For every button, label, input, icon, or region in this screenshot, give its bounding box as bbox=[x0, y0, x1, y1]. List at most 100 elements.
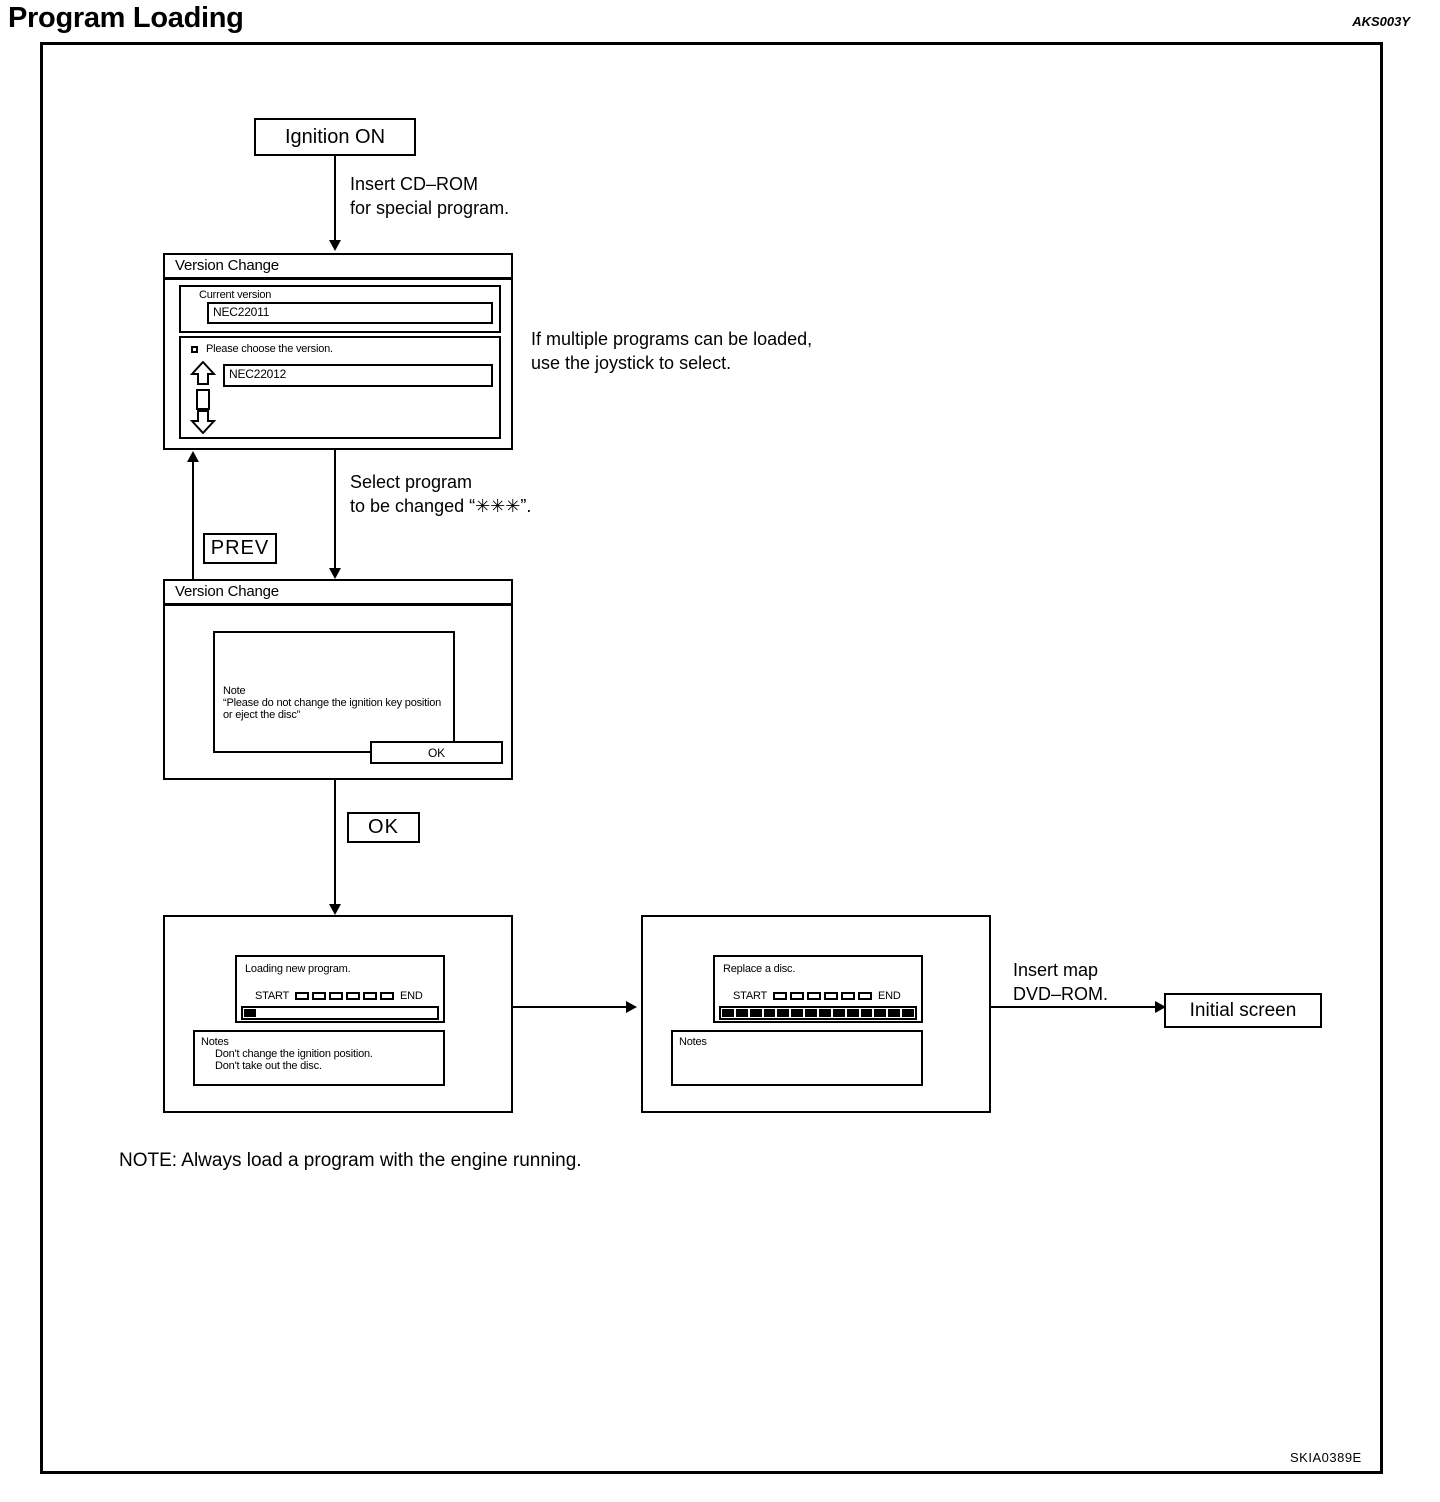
progress-cell-filled bbox=[832, 1009, 845, 1017]
field-selected-version[interactable]: NEC22012 bbox=[223, 364, 493, 387]
progress-cell-empty bbox=[396, 1009, 409, 1017]
panel-note-dialog: Note “Please do not change the ignition … bbox=[213, 631, 455, 753]
progress-cell-filled bbox=[819, 1009, 831, 1017]
segment-block bbox=[841, 992, 856, 1000]
connector-replace-to-initial bbox=[991, 1006, 1163, 1008]
figure-frame bbox=[40, 42, 1383, 1474]
node-initial-screen: Initial screen bbox=[1164, 993, 1322, 1028]
arrowhead-up-prev-loop bbox=[187, 451, 199, 462]
loading-end-label: END bbox=[400, 990, 423, 1002]
annotation-multiple-programs: If multiple programs can be loaded, use … bbox=[531, 329, 813, 374]
panel-replace-notes: Notes bbox=[671, 1030, 923, 1086]
segment-block bbox=[807, 992, 822, 1000]
document-code-bottom-right: SKIA0389E bbox=[1290, 1450, 1362, 1465]
screen-version-change-select: Version Change Current version NEC22011 … bbox=[163, 253, 513, 450]
arrowhead-down-to-version-select bbox=[329, 240, 341, 251]
panel-loading-status: Loading new program. START END bbox=[235, 955, 445, 1023]
connector-ignition-to-version bbox=[334, 156, 336, 242]
screen-replace-disc: Replace a disc. START END bbox=[641, 915, 991, 1113]
node-ignition-on-label: Ignition ON bbox=[284, 125, 386, 148]
note-ok-label: OK bbox=[428, 745, 445, 760]
progress-cell-empty bbox=[368, 1009, 381, 1017]
progress-cell-empty bbox=[354, 1009, 367, 1017]
note-body-line-1: “Please do not change the ignition key p… bbox=[223, 697, 442, 709]
loading-segment-row: START END bbox=[255, 990, 423, 1002]
segment-block bbox=[790, 992, 805, 1000]
replace-segment-row: START END bbox=[733, 990, 901, 1002]
note-heading: Note bbox=[223, 685, 246, 697]
panel-loading-notes: Notes Don't change the ignition position… bbox=[193, 1030, 445, 1086]
replace-start-label: START bbox=[733, 990, 768, 1002]
scroll-arrows-icon bbox=[189, 360, 217, 435]
panel-replace-status: Replace a disc. START END bbox=[713, 955, 923, 1023]
screen-title-version-change-note: Version Change bbox=[165, 581, 511, 606]
note-ok-button[interactable]: OK bbox=[370, 741, 503, 764]
loading-progress-bar bbox=[241, 1006, 439, 1020]
annotation-select-program: Select program to be changed “✳✳✳”. bbox=[350, 472, 532, 517]
segment-block bbox=[380, 992, 395, 1000]
progress-cell-empty bbox=[299, 1009, 312, 1017]
loading-notes-line-2: Don't take out the disc. bbox=[215, 1060, 322, 1072]
figure-bottom-note: NOTE: Always load a program with the eng… bbox=[119, 1150, 582, 1171]
progress-cell-empty bbox=[424, 1009, 437, 1017]
connector-select-to-note bbox=[334, 450, 336, 569]
segment-block bbox=[858, 992, 873, 1000]
replace-end-label: END bbox=[878, 990, 901, 1002]
page-title: Program Loading bbox=[8, 2, 244, 34]
progress-cell-filled bbox=[860, 1009, 873, 1017]
segment-block bbox=[312, 992, 327, 1000]
progress-cell-filled bbox=[763, 1009, 776, 1017]
replace-segments bbox=[773, 992, 873, 1000]
segment-block bbox=[346, 992, 361, 1000]
panel-choose-version: Please choose the version. NEC22012 bbox=[179, 336, 501, 439]
panel-current-version: Current version NEC22011 bbox=[179, 285, 501, 333]
choose-version-header: Please choose the version. bbox=[181, 338, 499, 355]
node-ignition-on: Ignition ON bbox=[254, 118, 416, 156]
progress-cell-empty bbox=[382, 1009, 395, 1017]
progress-cell-filled bbox=[888, 1009, 901, 1017]
joystick-scroll-control[interactable] bbox=[189, 360, 217, 435]
progress-cell-filled bbox=[791, 1009, 804, 1017]
key-prev-label: PREV bbox=[210, 537, 270, 559]
arrowhead-right-to-replace bbox=[626, 1001, 637, 1013]
loading-notes-heading: Notes bbox=[201, 1036, 229, 1048]
loading-start-label: START bbox=[255, 990, 290, 1002]
progress-cell-empty bbox=[257, 1009, 270, 1017]
progress-cell-empty bbox=[313, 1009, 326, 1017]
progress-cell-filled bbox=[805, 1009, 818, 1017]
arrowhead-down-to-version-note bbox=[329, 568, 341, 579]
loading-segments bbox=[295, 992, 395, 1000]
field-selected-version-value: NEC22012 bbox=[229, 367, 287, 381]
key-ok-button[interactable]: OK bbox=[347, 812, 420, 843]
progress-cell-filled bbox=[777, 1009, 790, 1017]
progress-cell-empty bbox=[285, 1009, 298, 1017]
progress-cell-empty bbox=[271, 1009, 284, 1017]
connector-note-to-loading bbox=[334, 780, 336, 905]
annotation-insert-map-dvd: Insert map DVD–ROM. bbox=[1013, 960, 1109, 1005]
annotation-insert-cdrom: Insert CD–ROM for special program. bbox=[350, 174, 510, 219]
node-initial-screen-label: Initial screen bbox=[1189, 999, 1297, 1021]
progress-cell-filled bbox=[874, 1009, 887, 1017]
segment-block bbox=[824, 992, 839, 1000]
note-body-line-2: or eject the disc” bbox=[223, 709, 301, 721]
bullet-square-icon bbox=[191, 345, 198, 353]
screen-title-version-change-select: Version Change bbox=[165, 255, 511, 280]
label-choose-version: Please choose the version. bbox=[206, 343, 333, 355]
screen-version-change-note: Version Change Note “Please do not chang… bbox=[163, 579, 513, 780]
progress-cell-empty bbox=[341, 1009, 353, 1017]
key-prev-button[interactable]: PREV bbox=[203, 533, 277, 564]
progress-cell-filled bbox=[735, 1009, 748, 1017]
field-current-version-value: NEC22011 bbox=[213, 305, 270, 319]
connector-loading-to-replace bbox=[513, 1006, 631, 1008]
progress-cell-filled bbox=[722, 1009, 734, 1017]
connector-prev-loop bbox=[192, 455, 194, 579]
progress-cell-filled bbox=[749, 1009, 762, 1017]
segment-block bbox=[329, 992, 344, 1000]
progress-cell-empty bbox=[410, 1009, 423, 1017]
key-ok-label: OK bbox=[368, 816, 399, 838]
progress-cell-empty bbox=[327, 1009, 340, 1017]
replace-progress-bar bbox=[719, 1006, 917, 1020]
loading-message: Loading new program. bbox=[245, 963, 351, 975]
label-current-version: Current version bbox=[199, 289, 272, 301]
